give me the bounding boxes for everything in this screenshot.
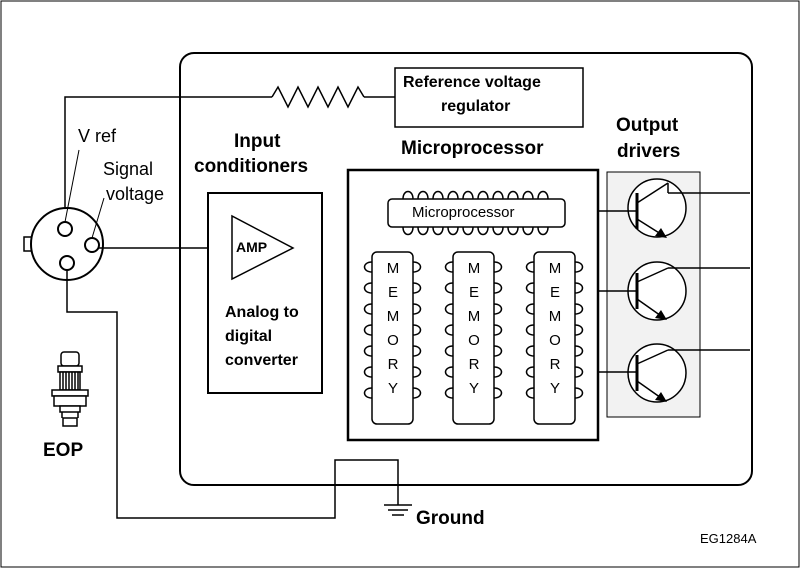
memory-2-letter: R: [468, 356, 480, 373]
memory-1-letter: Y: [387, 380, 398, 397]
memory-2-letter: Y: [468, 380, 479, 397]
amp-triangle: [231, 214, 295, 281]
memory-3-letter: M: [548, 260, 562, 277]
vref-wire: [64, 96, 272, 227]
reference-voltage-regulator-box: [394, 67, 584, 128]
cpu-chip-label: Microprocessor: [412, 204, 515, 221]
memory-chip-1: [371, 251, 414, 425]
resistor-symbol: [271, 85, 365, 109]
adc-label-3: converter: [225, 352, 298, 369]
amp-label: AMP: [236, 239, 268, 255]
transistor-2-arrow: [655, 310, 667, 320]
eop-label: EOP: [43, 440, 84, 461]
microprocessor-heading: Microprocessor: [401, 138, 544, 159]
memory-3-letter: E: [549, 284, 560, 301]
connector-pin-ground: [59, 255, 75, 271]
reference-voltage-regulator-label-2: regulator: [441, 98, 511, 115]
output-drivers-heading-2: drivers: [617, 141, 681, 162]
memory-1-letter: R: [387, 356, 399, 373]
ground-label: Ground: [416, 508, 485, 529]
ground-wire: [66, 270, 399, 519]
memory-chip-2: [452, 251, 495, 425]
transistor-2: [598, 261, 750, 321]
connector-pin-vref: [57, 221, 73, 237]
memory-3-letter: R: [549, 356, 561, 373]
memory-2-letter: M: [467, 308, 481, 325]
signal-voltage-label-2: voltage: [106, 184, 165, 204]
vref-leader-line: [64, 149, 80, 223]
output-drivers-heading-1: Output: [616, 115, 679, 136]
figure-code: EG1284A: [700, 531, 757, 546]
memory-2-letter: M: [467, 260, 481, 277]
ecu-enclosure: [179, 52, 753, 486]
input-conditioners-heading-1: Input: [234, 131, 281, 152]
memory-1-letter: M: [386, 260, 400, 277]
reference-voltage-regulator-label-1: Reference voltage: [403, 74, 541, 91]
adc-label-2: digital: [225, 328, 273, 345]
memory-chip-3: [533, 251, 576, 425]
memory-3-letter: M: [548, 308, 562, 325]
signal-voltage-label-1: Signal: [103, 159, 154, 179]
memory-1-letter: M: [386, 308, 400, 325]
memory-3-letter: Y: [549, 380, 560, 397]
transistor-1: [598, 178, 750, 238]
memory-1-letter: E: [387, 284, 398, 301]
ground-symbol: [384, 504, 412, 516]
transistor-3-arrow: [655, 392, 667, 402]
input-conditioner-box: [207, 192, 323, 394]
memory-chip-pins: [363, 261, 584, 399]
eop-sensor-icon: [51, 351, 89, 427]
adc-label-1: Analog to: [225, 304, 299, 321]
memory-2-letter: O: [468, 332, 480, 349]
memory-2-letter: E: [468, 284, 479, 301]
memory-3-letter: O: [549, 332, 561, 349]
cpu-chip-pins: [402, 190, 549, 236]
cpu-chip: [387, 198, 566, 228]
memory-1-letter: O: [387, 332, 399, 349]
signal-leader-line: [91, 197, 105, 239]
input-conditioners-heading-2: conditioners: [194, 156, 309, 177]
connector-pin-signal: [84, 237, 100, 253]
transistor-1-arrow: [655, 228, 667, 238]
vref-label: V ref: [78, 126, 117, 146]
